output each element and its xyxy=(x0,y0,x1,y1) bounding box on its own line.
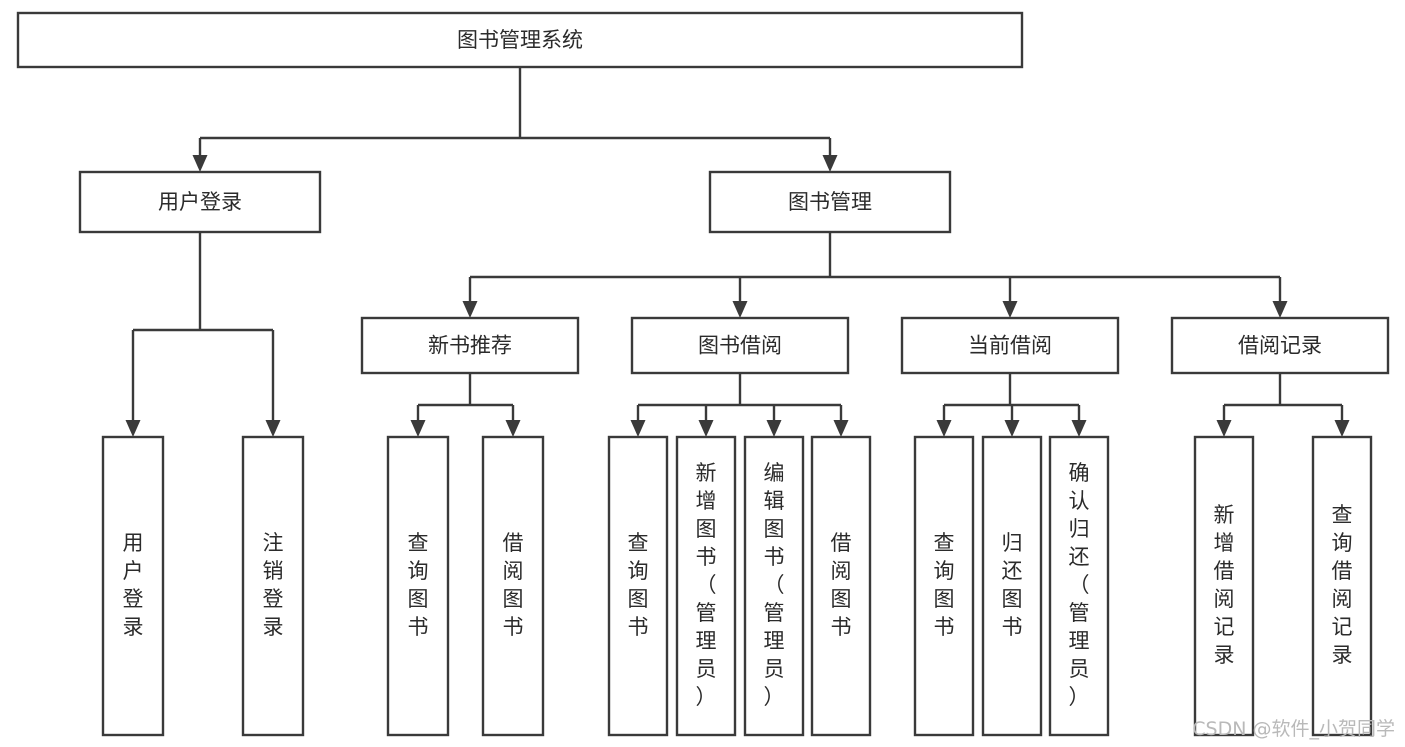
node-box-leaf-query-book-2[interactable] xyxy=(607,435,669,737)
node-box-leaf-add-record[interactable] xyxy=(1193,435,1255,737)
node-box-leaf-user-login[interactable] xyxy=(101,435,165,737)
node-label-leaf-add-record: 新增借阅记录 xyxy=(1214,503,1235,667)
arrow-head-icon xyxy=(630,420,646,437)
node-box-leaf-logout[interactable] xyxy=(241,435,305,737)
node-box-leaf-confirm-return[interactable] xyxy=(1048,435,1110,737)
edge-group-current-borrow xyxy=(936,373,1087,437)
arrow-head-icon xyxy=(125,420,141,437)
arrow-head-icon xyxy=(192,155,208,172)
edge-group-user-login xyxy=(125,232,281,437)
node-box-leaf-edit-book[interactable] xyxy=(743,435,805,737)
node-leaf-confirm-return[interactable]: 确认归还（管理员） xyxy=(1048,435,1110,737)
node-box-leaf-query-book-3[interactable] xyxy=(913,435,975,737)
arrow-head-icon xyxy=(698,420,714,437)
node-label-leaf-confirm-return: 确认归还（管理员） xyxy=(1069,461,1090,709)
node-label-leaf-user-login: 用户登录 xyxy=(123,531,144,639)
node-box-current-borrow[interactable] xyxy=(900,316,1120,375)
arrow-head-icon xyxy=(1334,420,1350,437)
node-leaf-query-book-1[interactable]: 查询图书 xyxy=(386,435,450,737)
arrow-head-icon xyxy=(833,420,849,437)
node-leaf-edit-book[interactable]: 编辑图书（管理员） xyxy=(743,435,805,737)
node-label-new-book-rec: 新书推荐 xyxy=(428,334,512,358)
node-book-manage[interactable]: 图书管理 xyxy=(708,170,952,234)
node-leaf-borrow-book-2[interactable]: 借阅图书 xyxy=(810,435,872,737)
node-new-book-rec[interactable]: 新书推荐 xyxy=(360,316,580,375)
arrow-head-icon xyxy=(1071,420,1087,437)
watermark-text: CSDN @软件_小贺同学 xyxy=(1192,718,1395,740)
node-root[interactable]: 图书管理系统 xyxy=(16,11,1024,69)
arrow-head-icon xyxy=(766,420,782,437)
node-label-root: 图书管理系统 xyxy=(457,28,583,52)
arrow-head-icon xyxy=(732,301,748,318)
arrow-head-icon xyxy=(1272,301,1288,318)
node-leaf-query-book-3[interactable]: 查询图书 xyxy=(913,435,975,737)
arrow-head-icon xyxy=(462,301,478,318)
node-book-borrow[interactable]: 图书借阅 xyxy=(630,316,850,375)
node-box-leaf-borrow-book-1[interactable] xyxy=(481,435,545,737)
node-box-leaf-add-book[interactable] xyxy=(675,435,737,737)
node-label-user-login: 用户登录 xyxy=(158,190,242,214)
node-box-leaf-borrow-book-2[interactable] xyxy=(810,435,872,737)
node-leaf-query-book-2[interactable]: 查询图书 xyxy=(607,435,669,737)
node-leaf-query-record[interactable]: 查询借阅记录 xyxy=(1311,435,1373,737)
node-label-borrow-record: 借阅记录 xyxy=(1238,334,1322,358)
arrow-head-icon xyxy=(936,420,952,437)
arrow-head-icon xyxy=(1004,420,1020,437)
node-box-borrow-record[interactable] xyxy=(1170,316,1390,375)
nodes-layer: 图书管理系统用户登录图书管理新书推荐图书借阅当前借阅借阅记录用户登录注销登录查询… xyxy=(16,11,1390,737)
arrow-head-icon xyxy=(410,420,426,437)
node-label-leaf-edit-book: 编辑图书（管理员） xyxy=(764,461,785,709)
edge-group-book-borrow xyxy=(630,373,849,437)
node-box-leaf-query-book-1[interactable] xyxy=(386,435,450,737)
node-label-leaf-query-book-2: 查询图书 xyxy=(628,531,649,639)
arrow-head-icon xyxy=(1002,301,1018,318)
node-user-login[interactable]: 用户登录 xyxy=(78,170,322,234)
node-label-leaf-query-record: 查询借阅记录 xyxy=(1332,503,1353,667)
edge-group-borrow-record xyxy=(1216,373,1350,437)
node-label-leaf-borrow-book-2: 借阅图书 xyxy=(831,531,852,639)
node-box-book-borrow[interactable] xyxy=(630,316,850,375)
node-box-user-login[interactable] xyxy=(78,170,322,234)
node-label-leaf-query-book-1: 查询图书 xyxy=(408,531,429,639)
node-label-leaf-logout: 注销登录 xyxy=(263,531,284,639)
arrow-head-icon xyxy=(505,420,521,437)
edge-group-new-book-rec xyxy=(410,373,521,437)
node-label-book-manage: 图书管理 xyxy=(788,190,872,214)
node-box-book-manage[interactable] xyxy=(708,170,952,234)
node-label-leaf-add-book: 新增图书（管理员） xyxy=(696,461,717,709)
node-box-root[interactable] xyxy=(16,11,1024,69)
arrow-head-icon xyxy=(1216,420,1232,437)
node-leaf-return-book[interactable]: 归还图书 xyxy=(981,435,1043,737)
node-current-borrow[interactable]: 当前借阅 xyxy=(900,316,1120,375)
node-leaf-add-book[interactable]: 新增图书（管理员） xyxy=(675,435,737,737)
arrow-head-icon xyxy=(265,420,281,437)
node-label-leaf-return-book: 归还图书 xyxy=(1002,531,1023,639)
connectors-layer xyxy=(125,67,1350,437)
node-leaf-add-record[interactable]: 新增借阅记录 xyxy=(1193,435,1255,737)
node-label-book-borrow: 图书借阅 xyxy=(698,334,782,358)
node-label-leaf-borrow-book-1: 借阅图书 xyxy=(503,531,524,639)
edge-group-root xyxy=(192,67,838,172)
node-leaf-user-login[interactable]: 用户登录 xyxy=(101,435,165,737)
node-label-current-borrow: 当前借阅 xyxy=(968,334,1052,358)
node-box-new-book-rec[interactable] xyxy=(360,316,580,375)
node-leaf-logout[interactable]: 注销登录 xyxy=(241,435,305,737)
edge-group-book-manage xyxy=(462,232,1288,318)
arrow-head-icon xyxy=(822,155,838,172)
node-box-leaf-return-book[interactable] xyxy=(981,435,1043,737)
node-leaf-borrow-book-1[interactable]: 借阅图书 xyxy=(481,435,545,737)
node-label-leaf-query-book-3: 查询图书 xyxy=(934,531,955,639)
node-box-leaf-query-record[interactable] xyxy=(1311,435,1373,737)
node-borrow-record[interactable]: 借阅记录 xyxy=(1170,316,1390,375)
